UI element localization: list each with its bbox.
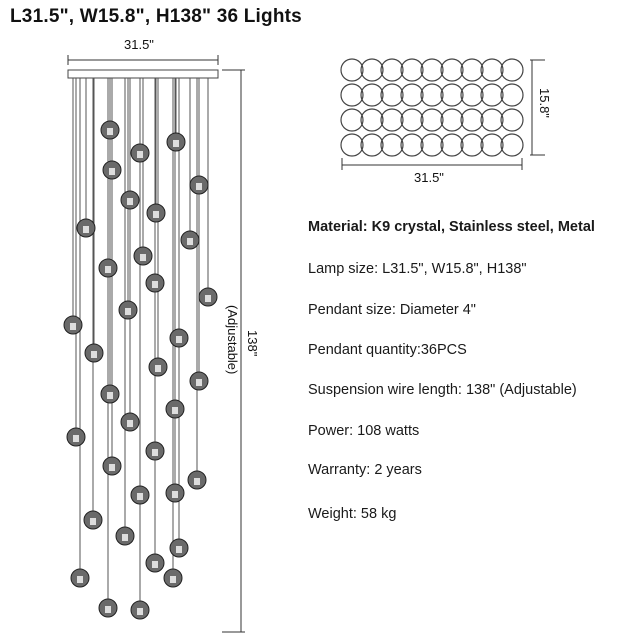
top-view-pendant <box>360 133 384 157</box>
pendant-bulb <box>73 435 79 442</box>
pendant-bulb <box>70 323 76 330</box>
top-view-pendant <box>500 133 524 157</box>
pendant-bulb <box>176 336 182 343</box>
top-view-pendant <box>380 133 404 157</box>
pendant-bulb <box>127 198 133 205</box>
spec-pendant-quantity: Pendant quantity:36PCS <box>308 342 467 358</box>
pendant-bulb <box>152 281 158 288</box>
pendant-bulb <box>91 351 97 358</box>
pendant-bulb <box>172 491 178 498</box>
top-view-pendant <box>360 83 384 107</box>
top-view-pendant <box>340 83 364 107</box>
spec-warranty: Warranty: 2 years <box>308 462 422 478</box>
top-width-label: 15.8" <box>537 88 552 118</box>
spec-lamp-size: Lamp size: L31.5", W15.8", H138" <box>308 261 527 277</box>
top-view-pendant <box>440 133 464 157</box>
pendant-bulb <box>105 266 111 273</box>
top-view-pendant <box>340 133 364 157</box>
spec-power: Power: 108 watts <box>308 423 420 439</box>
pendant-bulb <box>196 379 202 386</box>
top-view-pendant <box>420 133 444 157</box>
pendant-bulb <box>137 608 143 615</box>
pendant-bulb <box>127 420 133 427</box>
pendant-bulb <box>205 295 211 302</box>
pendant-bulb <box>105 606 111 613</box>
pendant-bulb <box>176 546 182 553</box>
pendant-bulb <box>196 183 202 190</box>
pendant-bulb <box>173 140 179 147</box>
top-view-pendant <box>400 108 424 132</box>
top-length-label: 31.5" <box>414 170 444 185</box>
top-view-pendant <box>440 83 464 107</box>
pendant-bulb <box>109 168 115 175</box>
top-view-pendant <box>480 58 504 82</box>
pendant-bulb <box>109 464 115 471</box>
product-title: L31.5", W15.8", H138" 36 Lights <box>10 6 302 27</box>
top-view-pendant <box>440 108 464 132</box>
top-view-pendant <box>500 108 524 132</box>
top-view-pendant <box>460 108 484 132</box>
top-view-pendant <box>460 58 484 82</box>
top-view-drawing <box>340 58 545 170</box>
top-view-pendant <box>420 108 444 132</box>
pendant-bulb <box>140 254 146 261</box>
spec-pendant-size: Pendant size: Diameter 4" <box>308 302 476 318</box>
front-view-drawing <box>63 55 245 633</box>
adjustable-label: (Adjustable) <box>225 305 240 375</box>
pendant-bulb <box>155 365 161 372</box>
top-view-pendant <box>360 108 384 132</box>
pendant-bulb <box>152 449 158 456</box>
top-view-pendant <box>340 108 364 132</box>
pendant-bulb <box>107 128 113 135</box>
top-view-pendant <box>500 83 524 107</box>
spec-weight: Weight: 58 kg <box>308 506 397 522</box>
top-view-pendant <box>480 108 504 132</box>
top-view-pendant <box>380 108 404 132</box>
pendant-bulb <box>137 151 143 158</box>
top-view-pendant <box>400 83 424 107</box>
top-view-pendant <box>400 58 424 82</box>
spec-wire-length: Suspension wire length: 138" (Adjustable… <box>308 382 577 398</box>
pendant-bulb <box>90 518 96 525</box>
pendant-bulb <box>137 493 143 500</box>
pendant-bulb <box>77 576 83 583</box>
pendant-bulb <box>107 392 113 399</box>
front-width-label: 31.5" <box>124 37 154 52</box>
pendant-bulb <box>122 534 128 541</box>
top-view-pendant <box>420 83 444 107</box>
pendant-bulb <box>83 226 89 233</box>
pendant-bulb <box>152 561 158 568</box>
pendant-bulb <box>153 211 159 218</box>
top-view-pendant <box>480 133 504 157</box>
top-view-pendant <box>360 58 384 82</box>
top-view-pendant <box>380 58 404 82</box>
top-view-pendant <box>460 133 484 157</box>
pendant-bulb <box>170 576 176 583</box>
pendant-bulb <box>194 478 200 485</box>
top-view-pendant <box>420 58 444 82</box>
pendant-bulb <box>172 407 178 414</box>
pendant-bulb <box>187 238 193 245</box>
pendant-bulb <box>125 308 131 315</box>
top-view-pendant <box>500 58 524 82</box>
top-view-pendant <box>380 83 404 107</box>
top-view-pendant <box>480 83 504 107</box>
top-view-pendant <box>340 58 364 82</box>
top-view-pendant <box>400 133 424 157</box>
top-view-pendant <box>460 83 484 107</box>
ceiling-canopy <box>67 69 219 79</box>
spec-material: Material: K9 crystal, Stainless steel, M… <box>308 219 595 235</box>
front-height-label: 138" <box>245 330 260 357</box>
top-view-pendant <box>440 58 464 82</box>
